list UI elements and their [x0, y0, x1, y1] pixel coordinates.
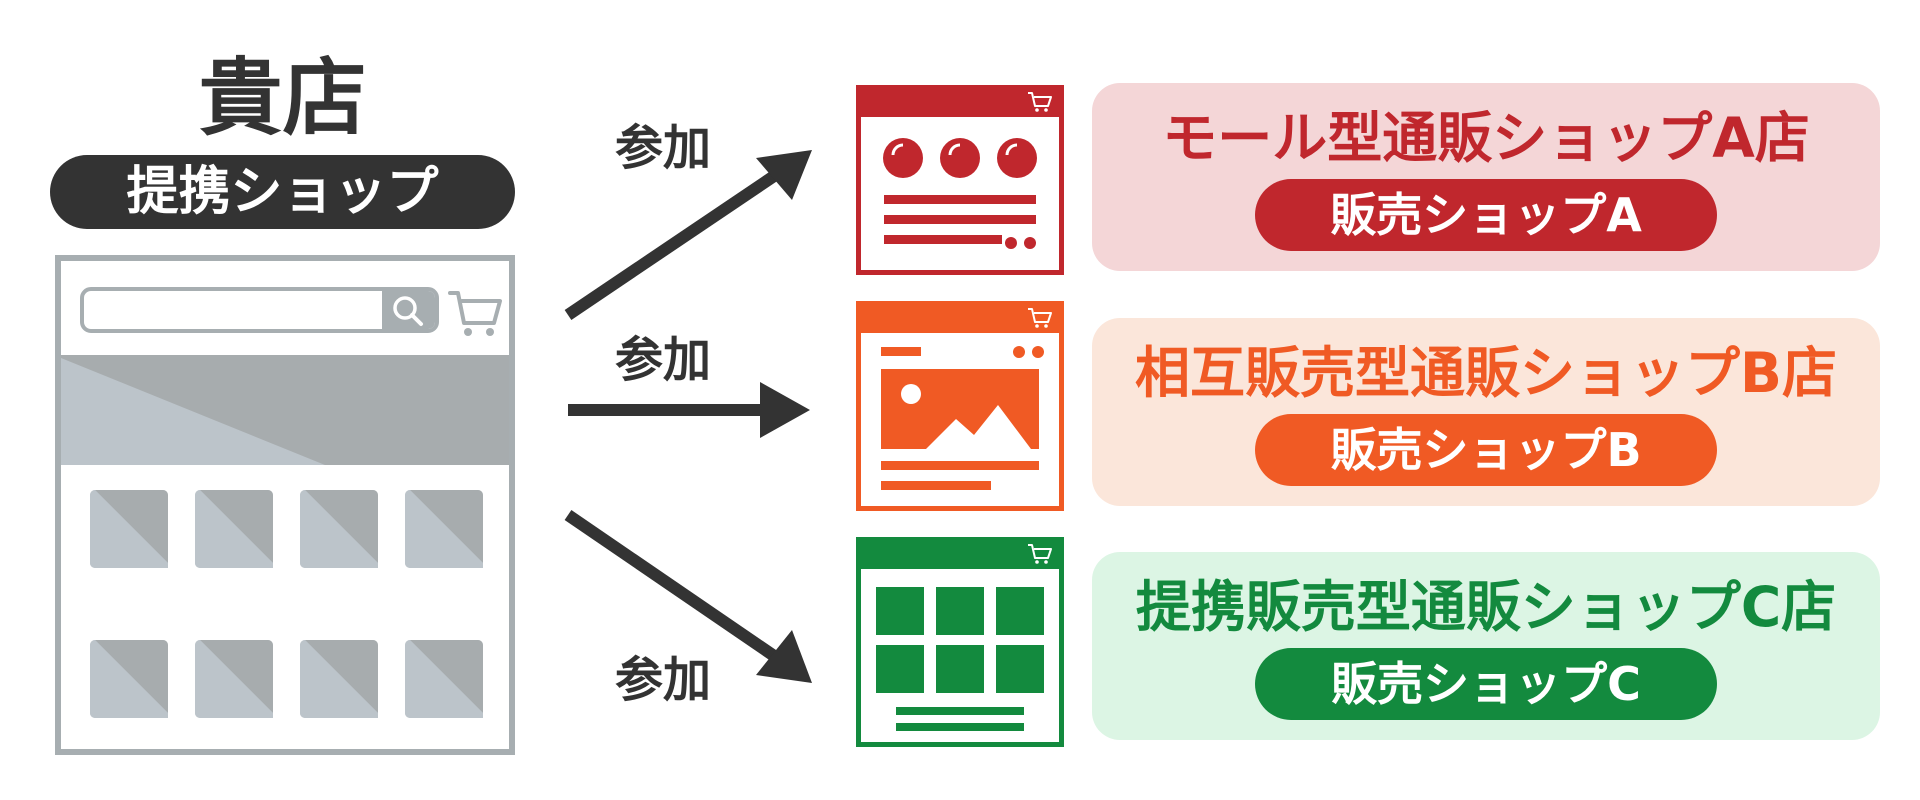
product-tile	[300, 490, 378, 568]
partner-shop-pill: 提携ショップ	[50, 155, 515, 229]
shop-c-name: 提携販売型通販ショップC店	[1135, 575, 1837, 639]
join-label-middle: 参加	[615, 332, 712, 388]
cart-icon	[1028, 544, 1052, 564]
hero-banner	[61, 355, 509, 465]
shop-c-badge: 販売ショップC	[1255, 648, 1717, 720]
image-icon	[881, 369, 1039, 449]
product-grid	[876, 587, 1044, 693]
join-label-top: 参加	[615, 120, 712, 176]
product-tile	[300, 640, 378, 718]
arrow-to-shop-a	[564, 150, 812, 320]
product-tile	[195, 640, 273, 718]
product-tile	[405, 640, 483, 718]
shop-c-icon	[856, 537, 1064, 747]
shop-b-icon	[856, 301, 1064, 511]
product-tile	[90, 490, 168, 568]
arrow-to-shop-b	[568, 382, 810, 438]
product-circles	[883, 138, 1037, 178]
product-tile	[195, 490, 273, 568]
shop-a-badge: 販売ショップA	[1255, 179, 1717, 251]
join-label-bottom: 参加	[615, 652, 712, 708]
shop-c-card: 提携販売型通販ショップC店 販売ショップC	[1092, 552, 1880, 740]
arrow-to-shop-c	[564, 510, 812, 683]
store-title: 貴店	[198, 49, 367, 147]
product-tile	[90, 640, 168, 718]
search-icon	[393, 296, 423, 326]
partner-shop-website-mock	[55, 255, 515, 755]
shop-b-name: 相互販売型通販ショップB店	[1135, 341, 1837, 405]
shop-a-icon	[856, 85, 1064, 275]
shop-a-card: モール型通販ショップA店 販売ショップA	[1092, 83, 1880, 271]
shop-a-name: モール型通販ショップA店	[1162, 106, 1810, 170]
cart-icon	[448, 291, 502, 336]
product-grid	[90, 490, 483, 718]
product-tile	[405, 490, 483, 568]
participation-arrows	[564, 150, 812, 683]
cart-icon	[1028, 92, 1052, 112]
cart-icon	[1028, 308, 1052, 328]
search-bar	[80, 287, 439, 333]
shop-b-badge: 販売ショップB	[1255, 414, 1717, 486]
shop-b-card: 相互販売型通販ショップB店 販売ショップB	[1092, 318, 1880, 506]
